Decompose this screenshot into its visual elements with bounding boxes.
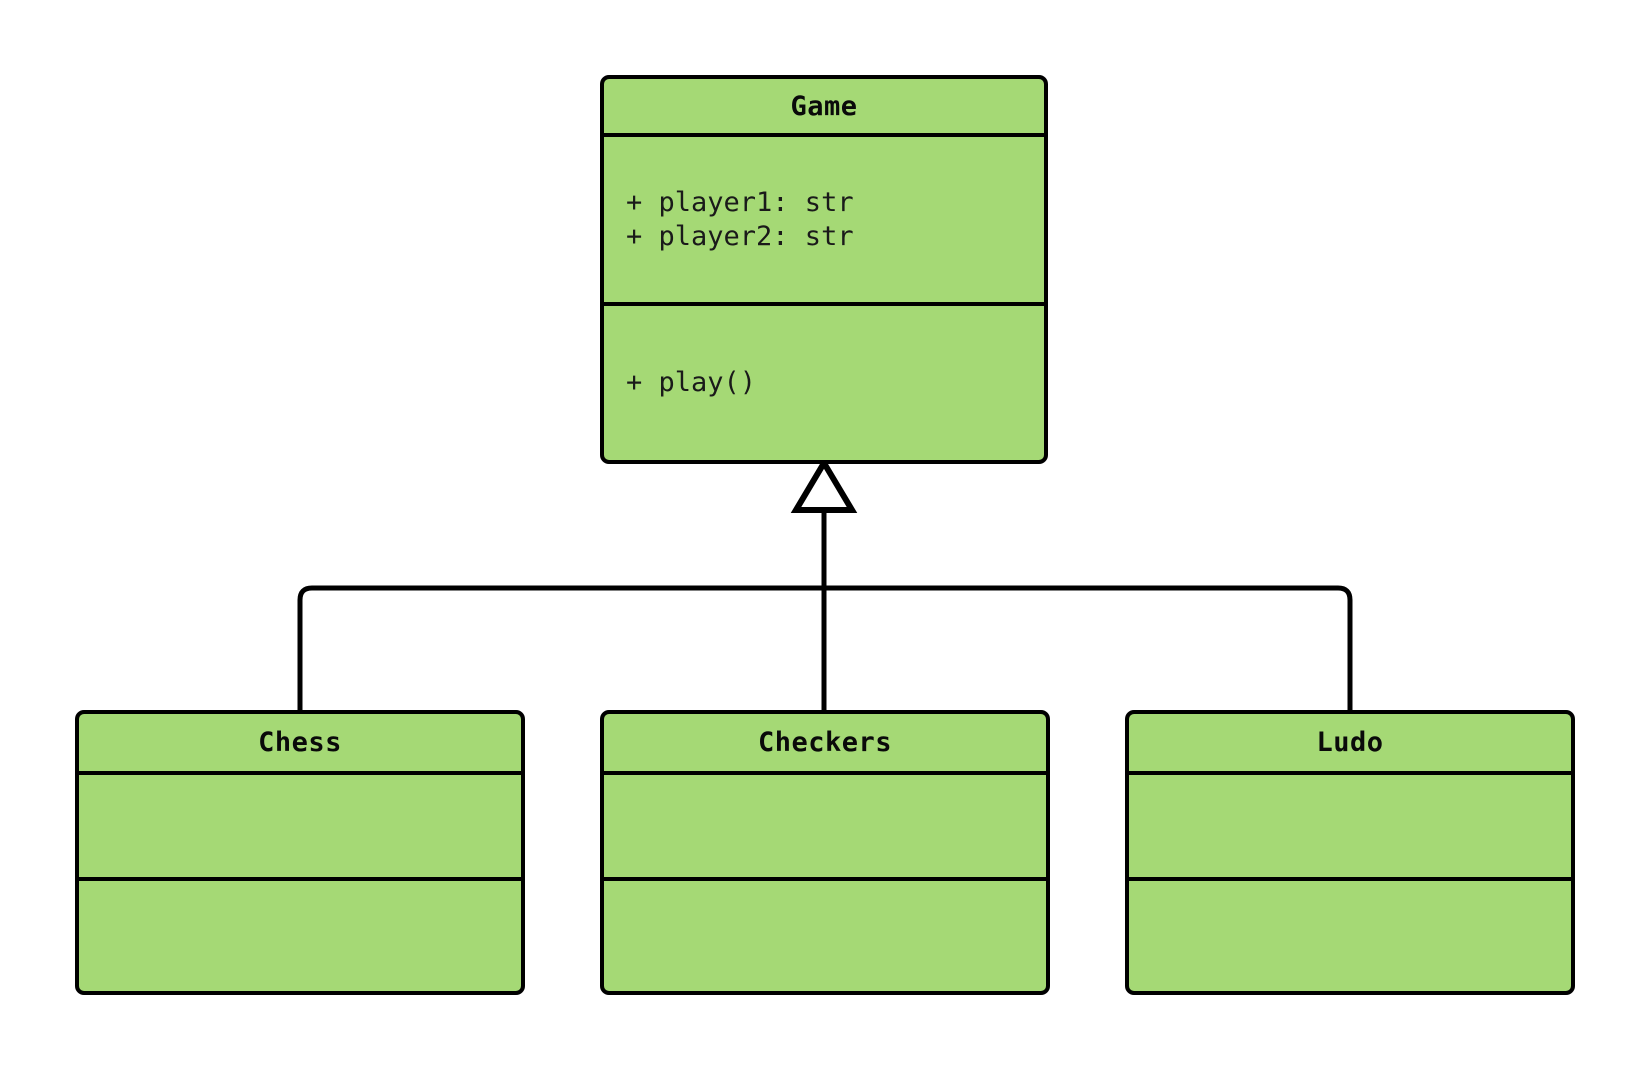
attribute-item: + player1: str <box>626 186 854 218</box>
class-attributes-checkers <box>604 775 1046 881</box>
class-methods-checkers <box>604 881 1046 991</box>
class-methods-chess <box>79 881 521 991</box>
class-methods-game: + play() <box>604 306 1044 460</box>
class-box-ludo[interactable]: Ludo <box>1125 710 1575 995</box>
class-box-game[interactable]: Game + player1: str + player2: str + pla… <box>600 75 1048 464</box>
method-item: + play() <box>626 367 757 398</box>
class-box-chess[interactable]: Chess <box>75 710 525 995</box>
generalization-bus <box>297 585 1353 710</box>
attribute-item: + player2: str <box>626 220 854 252</box>
class-title-ludo: Ludo <box>1129 714 1571 775</box>
class-attributes-ludo <box>1129 775 1571 881</box>
class-attributes-game: + player1: str + player2: str <box>604 137 1044 306</box>
inheritance-arrowhead-icon <box>790 457 858 513</box>
class-methods-ludo <box>1129 881 1571 991</box>
class-title-chess: Chess <box>79 714 521 775</box>
class-attributes-chess <box>79 775 521 881</box>
class-title-game: Game <box>604 79 1044 137</box>
class-box-checkers[interactable]: Checkers <box>600 710 1050 995</box>
class-title-checkers: Checkers <box>604 714 1046 775</box>
